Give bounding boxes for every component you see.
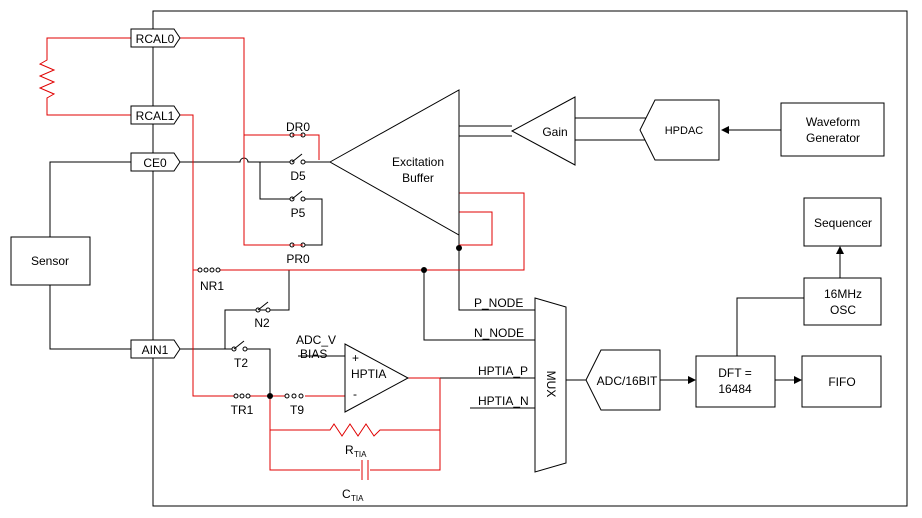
gain-label: Gain (542, 125, 567, 139)
hpdac-block[interactable]: HPDAC (639, 99, 720, 161)
mux-label: MUX (544, 371, 558, 398)
fifo-label: FIFO (828, 375, 855, 389)
sensor-block[interactable]: Sensor (10, 236, 91, 286)
n-node-label: N_NODE (474, 326, 524, 340)
pin-ain1-label: AIN1 (142, 343, 169, 357)
oscillator-label-line1: 16MHz (824, 287, 862, 301)
hptia-label: HPTIA (351, 367, 386, 381)
pin-ain1[interactable]: AIN1 (130, 339, 181, 359)
bias-label: BIAS (300, 347, 327, 361)
pin-rcal1[interactable]: RCAL1 (130, 105, 181, 125)
switch-dr0[interactable]: DR0 (286, 120, 310, 138)
sequencer-block[interactable]: Sequencer (803, 197, 882, 247)
mux-block[interactable]: MUX (534, 297, 567, 473)
excitation-buffer[interactable]: Excitation Buffer (328, 89, 460, 236)
hptia-minus-label: - (353, 387, 357, 401)
switch-pr0[interactable]: PR0 (286, 242, 310, 266)
signal-arrows (688, 126, 844, 384)
switch-t2-label: T2 (234, 356, 248, 370)
pin-rcal1-label: RCAL1 (136, 109, 175, 123)
switch-p5[interactable]: P5 (289, 190, 306, 220)
oscillator-block[interactable]: 16MHz OSC (803, 277, 882, 326)
chip-boundary (152, 10, 908, 507)
junction-dot (267, 393, 273, 399)
hptia-n-label: HPTIA_N (478, 394, 529, 408)
gain-amplifier[interactable]: Gain (510, 96, 576, 166)
ctia-label: C TIA (342, 487, 364, 503)
rtia-label: R TIA (345, 443, 367, 459)
dft-block[interactable]: DFT = 16484 (695, 355, 776, 408)
pin-ce0[interactable]: CE0 (130, 152, 181, 172)
switch-d5[interactable]: D5 (289, 153, 306, 183)
excitation-buffer-label-line2: Buffer (402, 171, 434, 185)
pin-rcal0[interactable]: RCAL0 (130, 28, 181, 48)
fifo-block[interactable]: FIFO (801, 355, 882, 408)
switch-t9[interactable]: T9 (284, 393, 304, 417)
adc-v-label: ADC_V (296, 333, 336, 347)
dft-label-line1: DFT = (718, 366, 751, 380)
switch-d5-label: D5 (290, 169, 306, 183)
rtia-label-sub: TIA (354, 450, 367, 459)
waveform-generator-label-line1: Waveform (806, 115, 860, 129)
ctia-label-sub: TIA (351, 494, 364, 503)
waveform-generator[interactable]: Waveform Generator (780, 102, 885, 157)
switch-tr1-label: TR1 (231, 403, 254, 417)
ctia-label-base: C (342, 487, 351, 501)
junction-dot (421, 267, 427, 273)
switch-n2-label: N2 (254, 316, 270, 330)
switch-pr0-label: PR0 (286, 252, 310, 266)
hptia-amplifier[interactable]: + HPTIA - (344, 343, 410, 413)
oscillator-label-line2: OSC (830, 303, 856, 317)
p-node-label: P_NODE (474, 296, 523, 310)
switch-t2[interactable]: T2 (231, 340, 248, 370)
junction-dot (456, 245, 462, 251)
black-wiring (49, 117, 841, 409)
switch-p5-label: P5 (291, 206, 306, 220)
hpdac-label: HPDAC (665, 125, 704, 137)
red-wiring (38, 37, 525, 480)
switch-nr1[interactable]: NR1 (197, 267, 224, 293)
sequencer-label: Sequencer (814, 216, 872, 230)
pin-ce0-label: CE0 (143, 156, 167, 170)
rtia-label-base: R (345, 443, 354, 457)
switch-dr0-label: DR0 (286, 120, 310, 134)
switch-nr1-label: NR1 (200, 279, 224, 293)
excitation-buffer-label-line1: Excitation (392, 155, 444, 169)
waveform-generator-label-line2: Generator (806, 131, 860, 145)
switch-t9-label: T9 (290, 403, 304, 417)
dft-label-line2: 16484 (718, 382, 752, 396)
adc-label: ADC/16BIT (597, 374, 658, 388)
hptia-plus-label: + (352, 351, 359, 365)
switch-n2[interactable]: N2 (254, 301, 271, 330)
switch-tr1[interactable]: TR1 (231, 393, 254, 417)
hptia-p-label: HPTIA_P (478, 364, 528, 378)
adc-block[interactable]: ADC/16BIT (585, 349, 661, 411)
sensor-label: Sensor (31, 254, 69, 268)
pin-rcal0-label: RCAL0 (136, 32, 175, 46)
